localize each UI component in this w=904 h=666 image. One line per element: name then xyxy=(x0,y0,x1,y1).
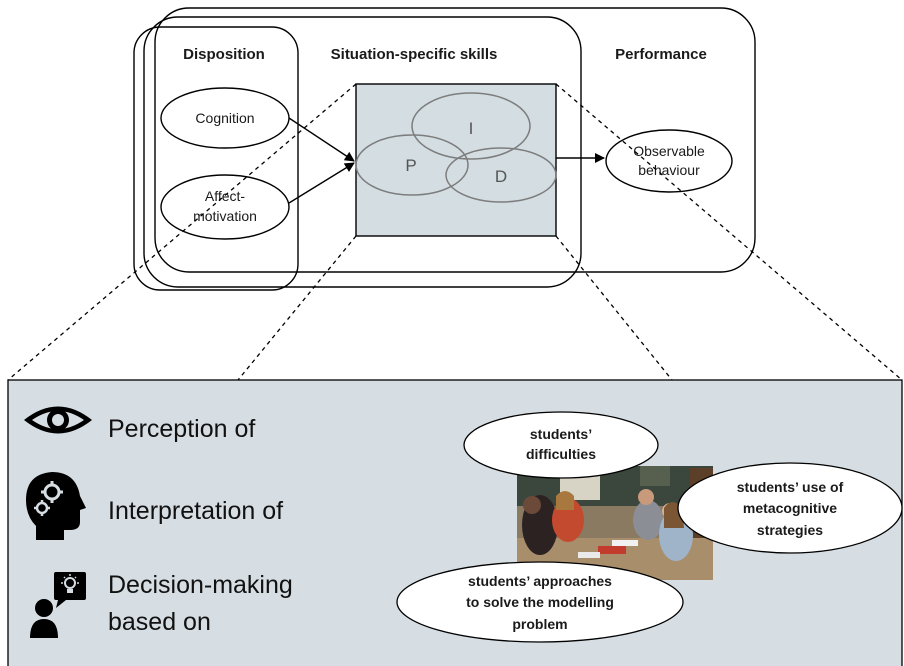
observable-label-line2: behaviour xyxy=(638,162,700,178)
bubble-difficulties-line2: difficulties xyxy=(526,446,596,462)
bubble-metacog-line2: metacognitive xyxy=(743,500,837,516)
bubble-approaches-line3: problem xyxy=(512,616,567,632)
pid-label-i: I xyxy=(469,119,474,138)
head-gears-icon xyxy=(26,472,86,540)
arrow-affect-to-skills xyxy=(288,162,355,204)
skills-header: Situation-specific skills xyxy=(331,46,498,63)
arrow-cognition-to-skills xyxy=(288,117,355,162)
eye-icon xyxy=(24,406,92,434)
performance-header: Performance xyxy=(615,46,707,63)
pid-label-d: D xyxy=(495,167,507,186)
disposition-header: Disposition xyxy=(183,46,265,63)
zoom-lines xyxy=(7,83,903,381)
interpretation-circle xyxy=(411,92,531,160)
decision-label-line2: based on xyxy=(108,608,211,636)
decision-label-line1: Decision-making xyxy=(108,571,293,599)
perception-circle xyxy=(355,134,469,196)
person-idea-icon xyxy=(30,572,86,638)
bubble-difficulties-line1: students’ xyxy=(530,426,592,442)
affect-label-line2: motivation xyxy=(193,208,257,224)
bubble-approaches: students’ approaches to solve the modell… xyxy=(396,561,684,643)
disposition-box xyxy=(133,26,299,291)
classroom-photo xyxy=(517,466,713,580)
skills-box xyxy=(143,16,582,288)
cognition-label: Cognition xyxy=(195,110,254,126)
observable-label-line1: Observable xyxy=(633,143,705,159)
affect-label-line1: Affect- xyxy=(205,188,246,204)
bubble-approaches-line1: students’ approaches xyxy=(468,573,612,589)
bubble-metacog-line3: strategies xyxy=(757,522,823,538)
perception-label: Perception of xyxy=(108,415,255,443)
bubble-metacognitive: students’ use of metacognitive strategie… xyxy=(677,462,903,554)
decision-circle xyxy=(445,147,557,203)
interpretation-label: Interpretation of xyxy=(108,497,283,525)
affect-motivation-ellipse xyxy=(160,174,290,240)
bubble-metacog-line1: students’ use of xyxy=(737,479,844,495)
bubble-difficulties: students’ difficulties xyxy=(463,411,659,479)
bubble-approaches-line2: to solve the modelling xyxy=(466,594,614,610)
pid-label-p: P xyxy=(405,156,416,175)
observable-behaviour-ellipse xyxy=(605,129,733,193)
